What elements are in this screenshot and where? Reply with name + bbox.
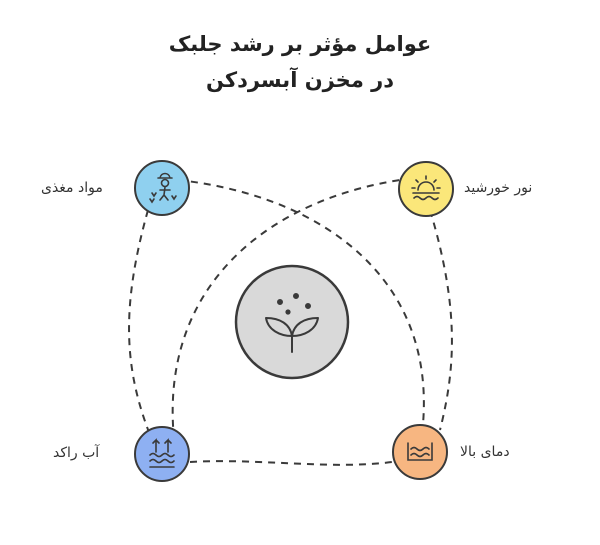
connector-arcs <box>128 176 453 466</box>
arc-water-to-heat <box>189 460 393 466</box>
label-stagnant-water: آب راکد <box>53 445 100 461</box>
high-temperature-node <box>392 424 448 480</box>
sprout-icon <box>265 293 319 353</box>
arc-nutrients-to-water <box>128 209 151 436</box>
label-sunlight: نور خورشید <box>464 180 533 196</box>
center-node <box>234 264 350 380</box>
label-high-temperature: دمای بالا <box>460 444 510 460</box>
stagnant-water-node <box>134 426 190 482</box>
sunlight-node <box>398 161 454 217</box>
nutrients-node <box>134 160 190 216</box>
arc-nutrients-to-heat <box>177 179 425 449</box>
title-line-2: در مخزن آبسردکن <box>205 68 394 92</box>
heat-waves-icon <box>407 442 433 461</box>
label-nutrients: مواد مغذی <box>41 180 103 196</box>
sun-icon <box>411 175 441 201</box>
farmer-seeding-icon <box>149 172 177 204</box>
arc-sunlight-to-water <box>171 176 426 456</box>
arc-sunlight-to-heat <box>429 209 453 431</box>
title-line-1: عوامل مؤثر بر رشد جلبک <box>168 32 432 56</box>
stagnant-water-icon <box>149 438 175 468</box>
